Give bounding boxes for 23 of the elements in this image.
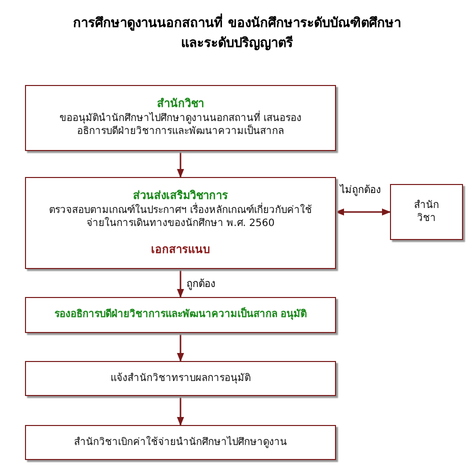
box-heading: สำนักวิชา xyxy=(157,97,204,110)
arrow xyxy=(335,208,391,216)
box-text: ขออนุมัตินำนักศึกษาไปศึกษาดูงานนอกสถานที่ เสนอรองอธิการบดีฝ่ายวิชาการและพัฒนาความเป็นสากล xyxy=(58,112,303,139)
arrow xyxy=(176,333,184,362)
process-box xyxy=(25,361,336,396)
arrow xyxy=(176,396,184,426)
process-box xyxy=(25,297,336,333)
box-heading: รองอธิการบดีฝ่ายวิชาการและพัฒนาความเป็นสากล อนุมัติ xyxy=(54,308,307,322)
arrow xyxy=(176,269,184,298)
arrow xyxy=(176,151,184,178)
process-box xyxy=(25,85,336,151)
box-heading: เอกสารแนบ xyxy=(151,242,210,258)
box-heading: ส่วนส่งเสริมวิชาการ xyxy=(133,188,228,202)
process-box xyxy=(390,184,463,240)
box-text: สำนักวิชาเบิกค่าใช้จ่ายนำนักศึกษาไปศึกษาดูงาน xyxy=(74,436,287,450)
edge-label: ถูกต้อง xyxy=(186,276,216,291)
process-box xyxy=(25,177,336,269)
box-text: สำนักวิชา xyxy=(414,198,439,226)
diagram-title: การศึกษาดูงานนอกสถานที่ ของนักศึกษาระดับบัณฑิตศึกษา และระดับปริญญาตรี xyxy=(0,14,474,53)
edge-label: ไม่ถูกต้อง xyxy=(340,182,381,197)
box-text: แจ้งสำนักวิชาทราบผลการอนุมัติ xyxy=(110,372,250,386)
box-text: ตรวจสอบตามเกณฑ์ในประกาศฯ เรื่องหลักเกณฑ์เกี่ยวกับค่าใช้จ่ายในการเดินทางของนักศึกษา พ.ศ. 2560 xyxy=(48,204,314,230)
process-box xyxy=(25,425,336,460)
